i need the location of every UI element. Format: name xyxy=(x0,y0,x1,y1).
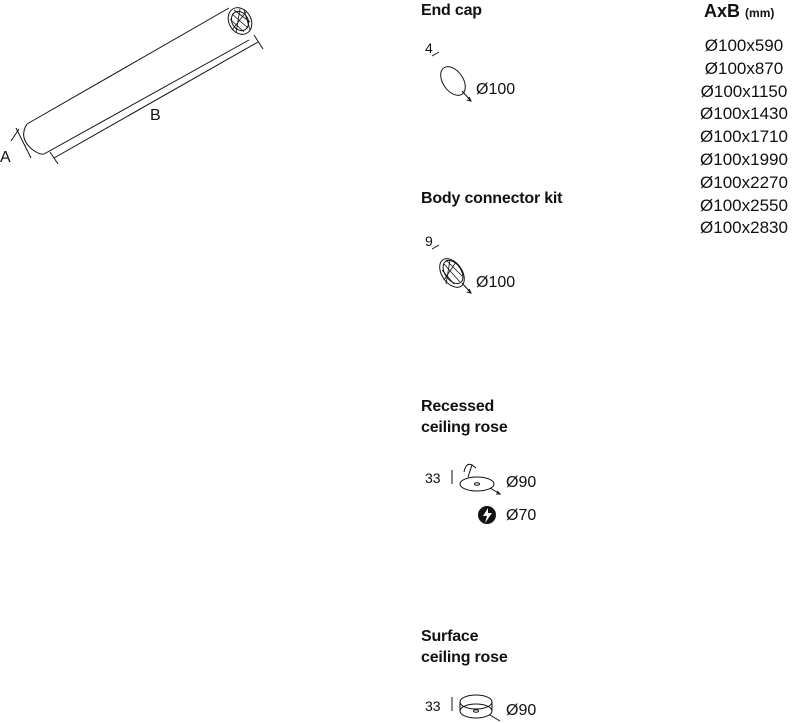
connector-number: 9 xyxy=(425,233,433,249)
size-item: Ø100x2830 xyxy=(700,218,788,238)
recessed-number: 33 xyxy=(425,470,441,486)
connector-title: Body connector kit xyxy=(421,190,563,207)
surface-title-line1: Surface xyxy=(421,628,479,645)
size-item: Ø100x870 xyxy=(704,58,784,78)
size-item: Ø100x1430 xyxy=(700,104,788,124)
sizes-title-label: AxB xyxy=(704,1,741,21)
end-cap-title: End cap xyxy=(421,2,482,19)
size-item: Ø100x2270 xyxy=(700,172,788,192)
size-item: Ø100x1150 xyxy=(700,81,788,101)
connector-diameter: Ø100 xyxy=(476,274,516,291)
surface-number: 33 xyxy=(425,698,441,714)
recessed-title: Recessed ceiling rose xyxy=(421,396,508,438)
tube-label-b: B xyxy=(150,107,161,124)
size-item: Ø100x590 xyxy=(704,36,784,55)
sizes-list: Ø100x590 Ø100x870 Ø100x1150 Ø100x1430 Ø1… xyxy=(684,35,794,240)
size-item: Ø100x2550 xyxy=(700,195,788,215)
recessed-cutout: Ø70 xyxy=(506,507,537,524)
cutout-icon xyxy=(478,506,496,524)
end-cap-diameter: Ø100 xyxy=(476,81,516,98)
tube-illustration xyxy=(10,7,264,165)
end-cap-number: 4 xyxy=(425,40,433,56)
surface-title: Surface ceiling rose xyxy=(421,626,508,668)
surface-title-line2: ceiling rose xyxy=(421,649,508,666)
size-item: Ø100x1990 xyxy=(700,149,788,169)
recessed-diameter: Ø90 xyxy=(506,474,537,491)
sizes-title-unit: (mm) xyxy=(745,6,775,20)
recessed-title-line1: Recessed xyxy=(421,398,495,415)
connector-illustration xyxy=(431,244,472,294)
surface-rose-illustration xyxy=(451,694,501,722)
sizes-title: AxB (mm) xyxy=(704,1,774,22)
size-item: Ø100x1710 xyxy=(700,127,788,147)
recessed-title-line2: ceiling rose xyxy=(421,419,508,436)
tube-label-a: A xyxy=(0,149,11,166)
surface-diameter: Ø90 xyxy=(506,702,537,719)
recessed-rose-illustration xyxy=(451,463,502,495)
end-cap-illustration xyxy=(431,51,472,102)
